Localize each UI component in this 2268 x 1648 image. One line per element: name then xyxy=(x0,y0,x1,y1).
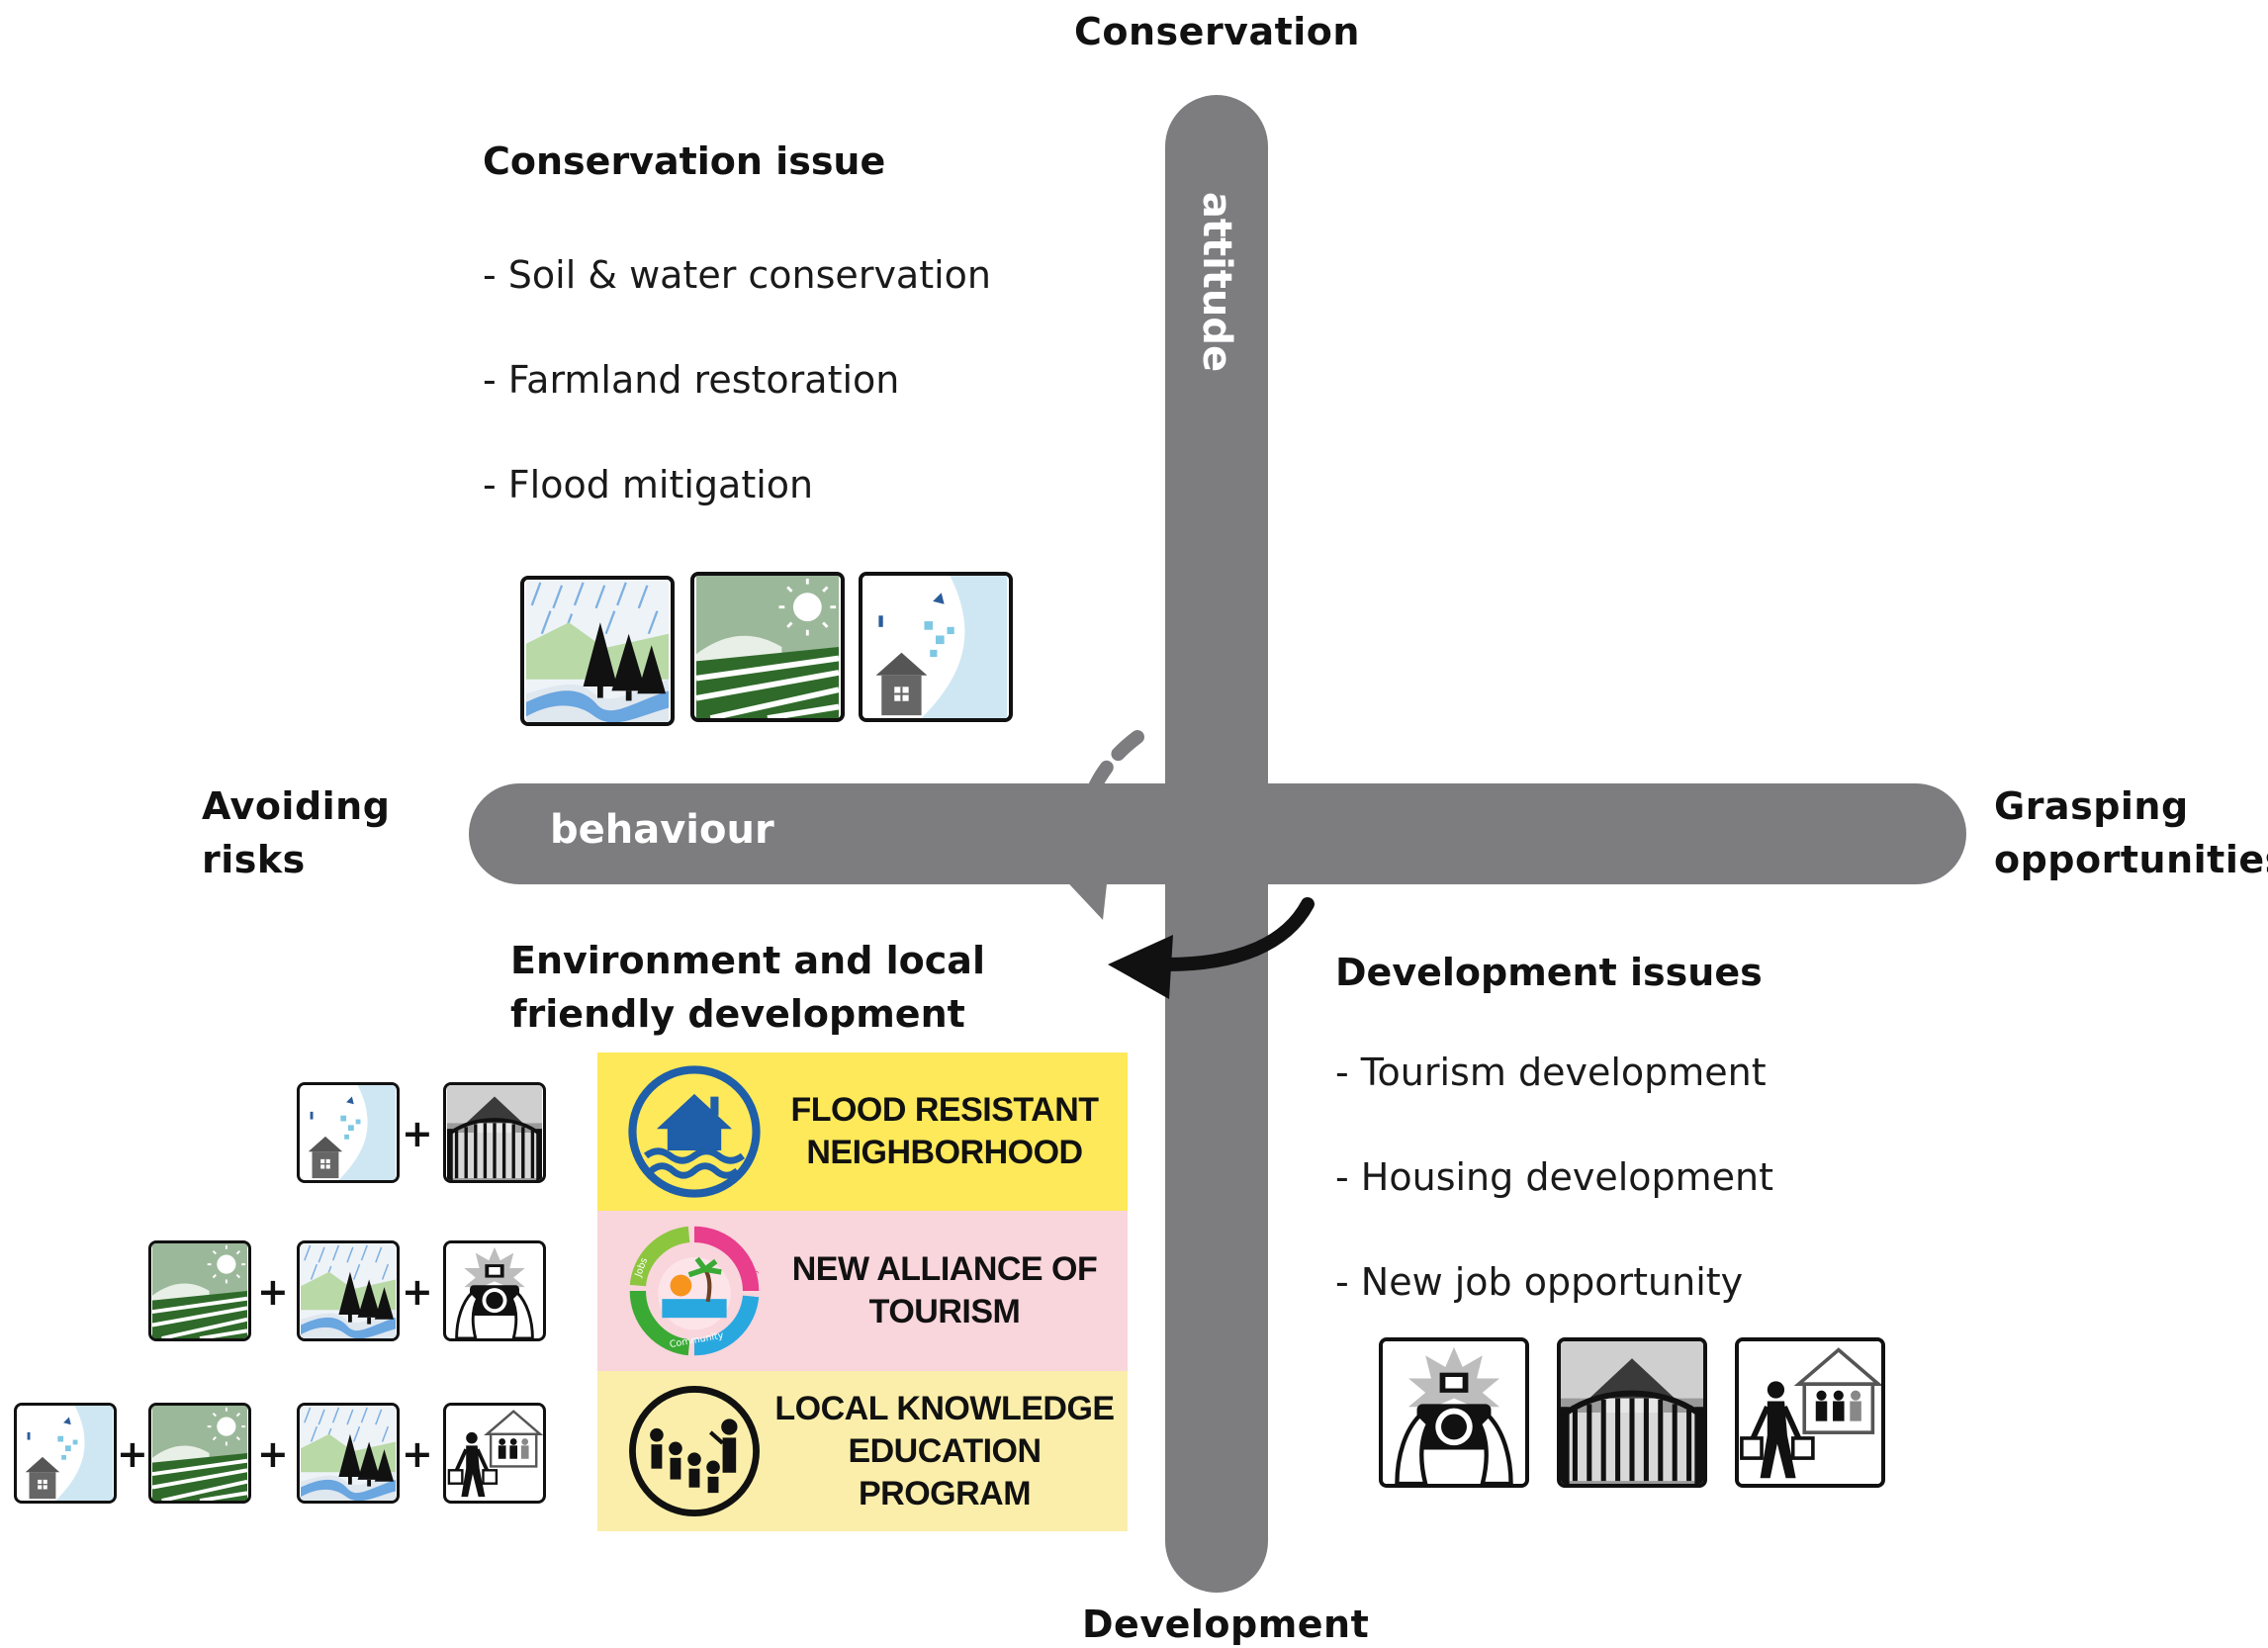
plus-sign: + xyxy=(402,1112,433,1155)
friendly-title: Environment and local friendly developme… xyxy=(510,939,985,1036)
program-flood-resistant-label: FLOOD RESISTANT NEIGHBORHOOD xyxy=(790,1091,1099,1171)
conservation-item-2: - Farmland restoration xyxy=(483,358,900,402)
development-item-3: - New job opportunity xyxy=(1335,1260,1744,1304)
flood-house-icon xyxy=(859,572,1013,722)
conservation-item-3: - Flood mitigation xyxy=(483,463,814,506)
camera-tourism-icon xyxy=(443,1240,546,1341)
solid-arrow xyxy=(1108,897,1315,999)
axis-label-bottom: Development xyxy=(1082,1602,1370,1646)
job-worker-icon xyxy=(1735,1337,1885,1488)
behaviour-axis-bar xyxy=(469,783,1966,884)
program-new-alliance: Business Community Jobs NEW ALLIANCE OF … xyxy=(597,1211,1128,1371)
plus-sign: + xyxy=(257,1270,289,1314)
flood-house-icon xyxy=(297,1082,400,1183)
conservation-item-1: - Soil & water conservation xyxy=(483,253,992,297)
forest-rain-icon xyxy=(520,576,675,726)
education-people-icon xyxy=(629,1386,760,1516)
development-item-1: - Tourism development xyxy=(1335,1051,1767,1094)
forest-rain-icon xyxy=(297,1403,400,1504)
plus-sign: + xyxy=(257,1432,289,1476)
farmland-sun-icon xyxy=(148,1240,251,1341)
farmland-sun-icon xyxy=(148,1403,251,1504)
camera-tourism-icon xyxy=(1379,1337,1529,1488)
forest-rain-icon xyxy=(297,1240,400,1341)
axis-label-left: Avoiding risks xyxy=(202,784,391,881)
plus-sign: + xyxy=(402,1270,433,1314)
conservation-title: Conservation issue xyxy=(483,139,886,183)
flood-house-icon xyxy=(14,1403,117,1504)
program-flood-resistant: FLOOD RESISTANT NEIGHBORHOOD xyxy=(597,1053,1128,1211)
behaviour-axis-label: behaviour xyxy=(550,807,774,853)
development-title: Development issues xyxy=(1335,951,1763,994)
job-worker-icon xyxy=(443,1403,546,1504)
axis-label-top: Conservation xyxy=(1074,10,1360,53)
program-local-knowledge-label: LOCAL KNOWLEDGE EDUCATION PROGRAM xyxy=(774,1389,1115,1512)
plus-sign: + xyxy=(402,1432,433,1476)
program-local-knowledge: LOCAL KNOWLEDGE EDUCATION PROGRAM xyxy=(597,1371,1128,1531)
alliance-cycle-icon: Business Community Jobs xyxy=(629,1226,762,1356)
house-gate-icon xyxy=(443,1082,546,1183)
plus-sign: + xyxy=(117,1432,148,1476)
program-new-alliance-label: NEW ALLIANCE OF TOURISM xyxy=(791,1250,1098,1330)
farmland-sun-icon xyxy=(690,572,845,722)
development-item-2: - Housing development xyxy=(1335,1155,1774,1199)
house-gate-icon xyxy=(1557,1337,1707,1488)
dashed-arrow xyxy=(1058,730,1144,920)
axis-label-right: Grasping opportunities xyxy=(1994,784,2268,881)
flood-resistant-house-icon xyxy=(628,1065,761,1198)
